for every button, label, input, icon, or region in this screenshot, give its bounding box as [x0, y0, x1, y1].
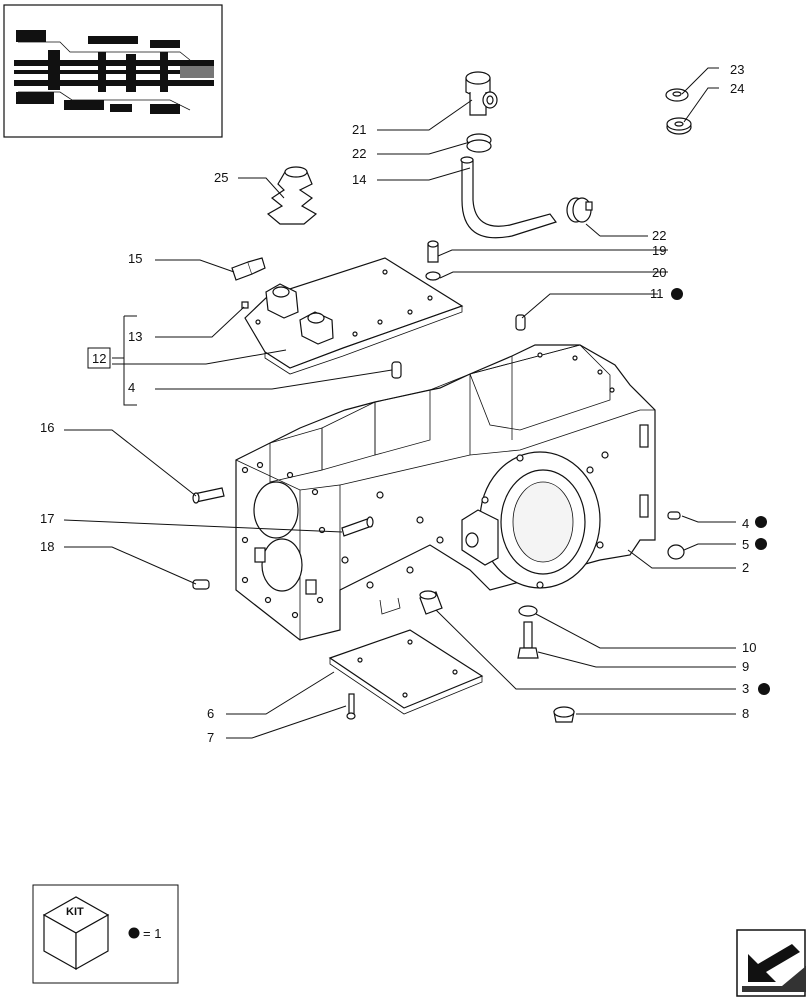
pin-part-3 [419, 590, 443, 615]
callout-17: 17 [40, 511, 54, 526]
callout-4b: 4 [742, 516, 749, 531]
plug-part-13 [241, 301, 249, 309]
washer-part-20 [425, 271, 441, 281]
callout-8: 8 [742, 706, 749, 721]
callout-7: 7 [207, 730, 214, 745]
callout-18: 18 [40, 539, 54, 554]
callout-19: 19 [652, 243, 666, 258]
gearbox-housing [235, 344, 656, 641]
hose-clamp-part-22 [466, 133, 492, 153]
screw-part-7 [346, 693, 356, 720]
kit-quantity: = 1 [143, 926, 161, 941]
callout-16: 16 [40, 420, 54, 435]
screw-part-9 [517, 621, 539, 659]
washer-part-10 [518, 605, 538, 617]
callout-5: 5 [742, 537, 749, 552]
dowel-part-4a [391, 361, 402, 379]
dowel-part-11 [515, 314, 526, 331]
callout-box-12 [87, 347, 111, 369]
screw-part-19 [427, 240, 439, 263]
kit-box-icon: KIT [42, 896, 110, 971]
leader-lines [63, 67, 736, 739]
dowel-part-4b [667, 511, 681, 520]
callout-22b: 22 [652, 228, 666, 243]
filled-dot-icon [755, 516, 767, 528]
rubber-boot-part-25 [266, 166, 318, 225]
plug-part-5 [667, 544, 685, 560]
kit-legend: KIT = 1 [32, 884, 179, 984]
callout-15: 15 [128, 251, 142, 266]
filled-dot-icon [671, 288, 683, 300]
callout-25: 25 [214, 170, 228, 185]
top-cover-plate [244, 257, 464, 375]
washer-part-23 [665, 88, 689, 102]
filled-dot-icon [755, 538, 767, 550]
breather-part-15 [231, 257, 266, 281]
callout-11: 11 [650, 286, 664, 301]
callout-13: 13 [128, 329, 142, 344]
callout-labels: 23 24 21 22 14 25 22 19 15 20 11 13 12 4… [40, 62, 756, 745]
callout-3: 3 [742, 681, 749, 696]
callout-12: 12 [92, 351, 106, 366]
filled-dot-icon [758, 683, 770, 695]
breather-cap-part-21 [465, 71, 498, 116]
breather-pipe-part-14 [460, 156, 557, 239]
callout-20: 20 [652, 265, 666, 280]
washer-part-24 [666, 117, 692, 135]
callout-24: 24 [730, 81, 744, 96]
filled-dot-markers [671, 288, 770, 695]
callout-10: 10 [742, 640, 756, 655]
callout-21: 21 [352, 122, 366, 137]
filled-dot-icon [128, 927, 140, 939]
callout-22: 22 [352, 146, 366, 161]
bolt-part-17 [341, 516, 374, 537]
hose-clamp-part-22b [566, 197, 593, 223]
next-page-arrow-icon[interactable] [736, 929, 806, 997]
bolt-part-16 [192, 487, 225, 504]
callout-14: 14 [352, 172, 366, 187]
bottom-cover-part-6 [328, 629, 484, 715]
callout-4a: 4 [128, 380, 135, 395]
dowel-part-18 [192, 579, 210, 590]
callout-6: 6 [207, 706, 214, 721]
callout-23: 23 [730, 62, 744, 77]
callout-2: 2 [742, 560, 749, 575]
plug-part-8 [553, 706, 575, 723]
kit-label: KIT [66, 906, 84, 918]
callout-9: 9 [742, 659, 749, 674]
assembly-location-thumbnail [3, 4, 223, 138]
